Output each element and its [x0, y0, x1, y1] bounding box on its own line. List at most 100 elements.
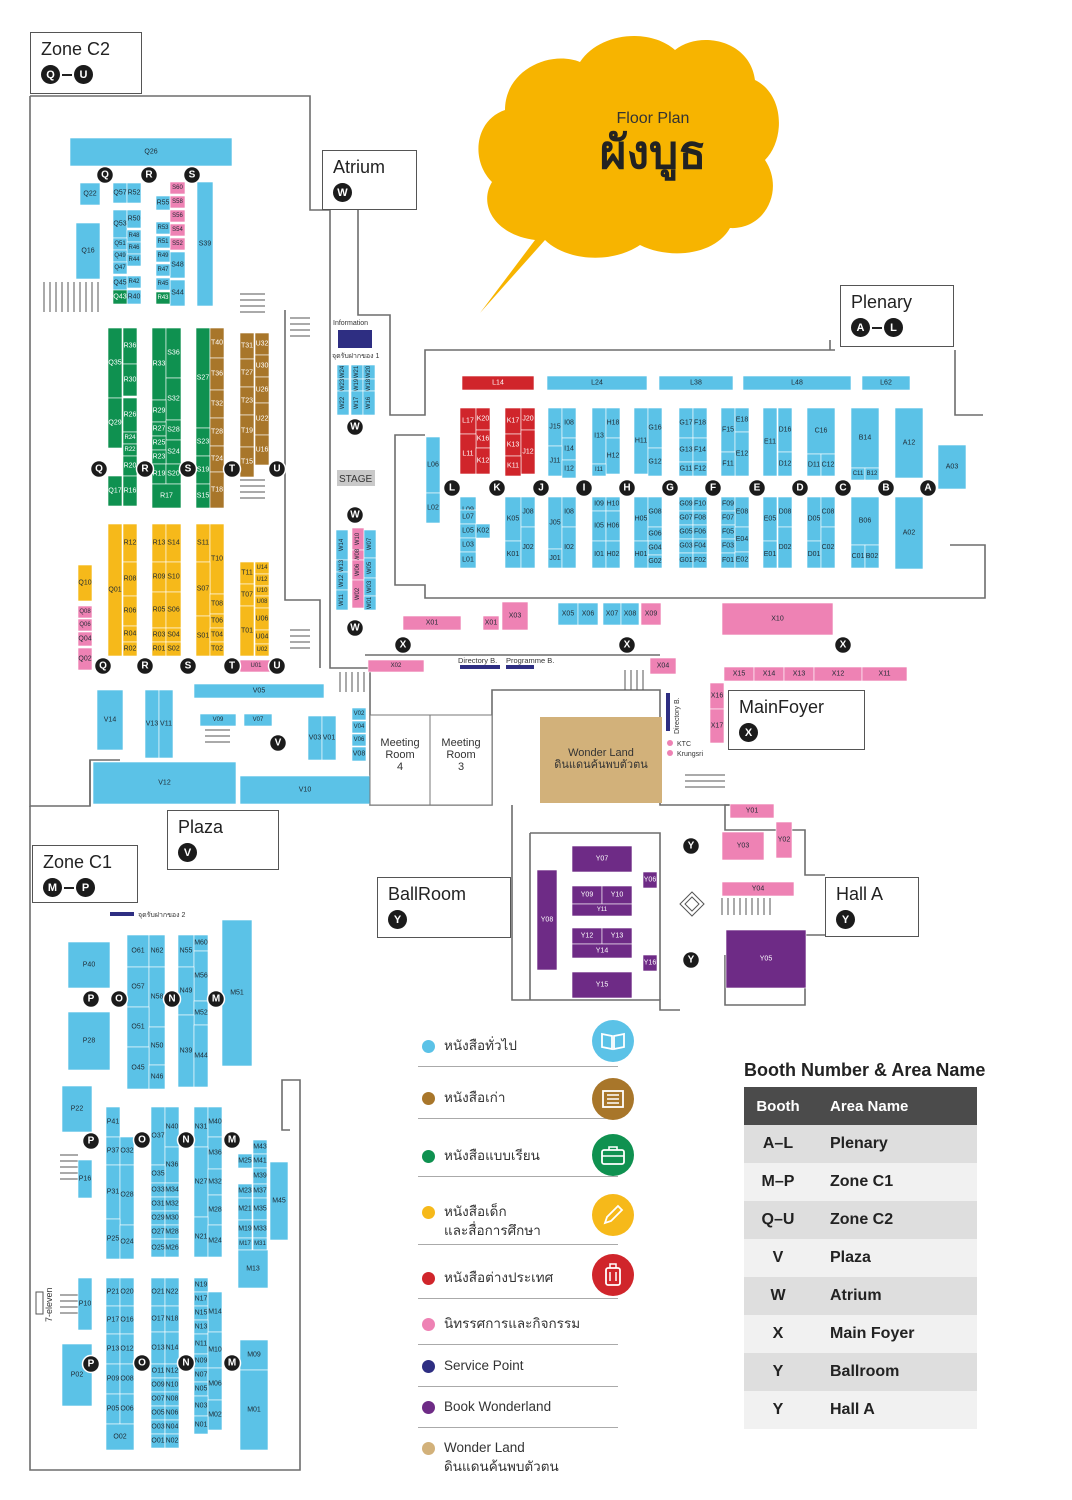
booth-q16[interactable]: Q16 [75, 222, 101, 280]
booth-s32[interactable]: S32 [165, 377, 182, 421]
booth-s36[interactable]: S36 [165, 327, 182, 379]
booth-f12[interactable]: F12 [692, 461, 708, 477]
booth-w10[interactable]: W10 [351, 527, 365, 551]
booth-g07[interactable]: G07 [678, 510, 694, 526]
booth-n49[interactable]: N49 [177, 966, 195, 1016]
booth-rect[interactable] [77, 564, 93, 602]
booth-rect[interactable] [504, 455, 522, 477]
booth-rect[interactable] [571, 845, 633, 873]
booth-m34[interactable]: M34 [164, 1182, 180, 1198]
booth-t04[interactable]: T04 [209, 627, 225, 643]
booth-f15[interactable]: F15 [720, 407, 736, 453]
booth-rect[interactable] [239, 775, 371, 805]
booth-rect[interactable] [209, 641, 225, 657]
booth-rect[interactable] [520, 429, 536, 475]
booth-r29[interactable]: R29 [151, 399, 167, 423]
booth-rect[interactable] [239, 1339, 269, 1371]
booth-s28[interactable]: S28 [165, 419, 182, 441]
booth-r17[interactable]: R17 [151, 483, 182, 509]
booth-f06[interactable]: F06 [692, 524, 708, 540]
booth-rect[interactable] [237, 1153, 253, 1169]
booth-d08[interactable]: D08 [777, 496, 793, 528]
booth-f04[interactable]: F04 [692, 538, 708, 554]
booth-m37[interactable]: M37 [252, 1183, 268, 1199]
booth-l02[interactable]: L02 [425, 492, 441, 524]
booth-o16[interactable]: O16 [119, 1305, 135, 1335]
booth-r02[interactable]: R02 [122, 641, 138, 657]
booth-y06[interactable]: Y06 [642, 871, 658, 889]
booth-m19[interactable]: M19 [237, 1219, 253, 1239]
booth-n03[interactable]: N03 [193, 1395, 209, 1417]
booth-rect[interactable] [721, 831, 765, 861]
booth-rect[interactable] [122, 641, 138, 657]
booth-r25[interactable]: R25 [151, 435, 167, 451]
booth-rect[interactable] [193, 1024, 209, 1088]
booth-n18[interactable]: N18 [164, 1305, 180, 1333]
booth-i14[interactable]: I14 [561, 437, 577, 461]
booth-rect[interactable] [351, 720, 367, 734]
booth-rect[interactable] [561, 526, 577, 569]
booth-g12[interactable]: G12 [647, 447, 663, 477]
booth-h06[interactable]: H06 [605, 510, 621, 542]
booth-w01[interactable]: W01 [363, 595, 377, 611]
booth-g01[interactable]: G01 [678, 552, 694, 569]
booth-rect[interactable] [571, 943, 633, 959]
booth-e12[interactable]: E12 [734, 431, 750, 477]
booth-o32[interactable]: O32 [119, 1136, 135, 1166]
booth-y01[interactable]: Y01 [729, 803, 775, 819]
booth-m01[interactable]: M01 [239, 1369, 269, 1451]
booth-rect[interactable] [112, 261, 128, 275]
booth-r16[interactable]: R16 [122, 475, 138, 507]
booth-o02[interactable]: O02 [105, 1423, 135, 1451]
booth-rect[interactable] [119, 1224, 135, 1260]
booth-m06[interactable]: M06 [207, 1367, 223, 1401]
booth-q57[interactable]: Q57 [112, 182, 128, 204]
booth-r22[interactable]: R22 [122, 443, 138, 457]
booth-o01[interactable]: O01 [150, 1433, 166, 1449]
booth-e04[interactable]: E04 [734, 526, 750, 553]
booth-r46[interactable]: R46 [126, 241, 142, 255]
booth-o28[interactable]: O28 [119, 1164, 135, 1226]
booth-s14[interactable]: S14 [165, 523, 182, 563]
booth-i08b[interactable]: I08 [561, 496, 577, 528]
booth-p41[interactable]: P41 [105, 1106, 121, 1138]
booth-g09[interactable]: G09 [678, 496, 694, 512]
booth-rect[interactable] [762, 407, 778, 477]
booth-h01[interactable]: H01 [633, 540, 649, 569]
booth-t24[interactable]: T24 [209, 445, 225, 473]
booth-r06[interactable]: R06 [122, 595, 138, 627]
booth-v02[interactable]: V02 [351, 707, 367, 721]
booth-m21[interactable]: M21 [237, 1197, 253, 1221]
booth-m45[interactable]: M45 [269, 1161, 289, 1241]
booth-p09[interactable]: P09 [105, 1363, 121, 1395]
booth-m56[interactable]: M56 [193, 950, 209, 1002]
booth-y07[interactable]: Y07 [571, 845, 633, 873]
booth-rect[interactable] [820, 526, 836, 569]
booth-l01[interactable]: L01 [459, 551, 477, 569]
booth-rect[interactable] [620, 602, 640, 626]
booth-j01[interactable]: J01 [547, 548, 563, 569]
booth-rect[interactable] [721, 602, 834, 636]
booth-l38[interactable]: L38 [658, 375, 734, 391]
booth-s58[interactable]: S58 [169, 195, 186, 209]
booth-o11[interactable]: O11 [150, 1363, 166, 1379]
booth-rect[interactable] [605, 540, 621, 569]
booth-o51[interactable]: O51 [126, 1006, 150, 1048]
booth-w07[interactable]: W07 [363, 529, 377, 559]
booth-n12[interactable]: N12 [164, 1363, 180, 1379]
booth-l62[interactable]: L62 [861, 375, 911, 391]
booth-k16[interactable]: K16 [475, 429, 491, 449]
booth-q29[interactable]: Q29 [107, 397, 123, 449]
booth-x08[interactable]: X08 [620, 602, 640, 626]
booth-p31[interactable]: P31 [105, 1164, 121, 1220]
booth-r30[interactable]: R30 [122, 363, 138, 397]
booth-h02[interactable]: H02 [605, 540, 621, 569]
booth-p40[interactable]: P40 [67, 941, 111, 989]
booth-s10[interactable]: S10 [165, 561, 182, 593]
booth-rect[interactable] [155, 221, 171, 235]
booth-r51[interactable]: R51 [155, 235, 171, 249]
booth-r45[interactable]: R45 [155, 277, 171, 291]
booth-p22[interactable]: P22 [61, 1085, 93, 1133]
booth-r55[interactable]: R55 [155, 195, 171, 211]
booth-v03[interactable]: V03 [307, 715, 323, 761]
